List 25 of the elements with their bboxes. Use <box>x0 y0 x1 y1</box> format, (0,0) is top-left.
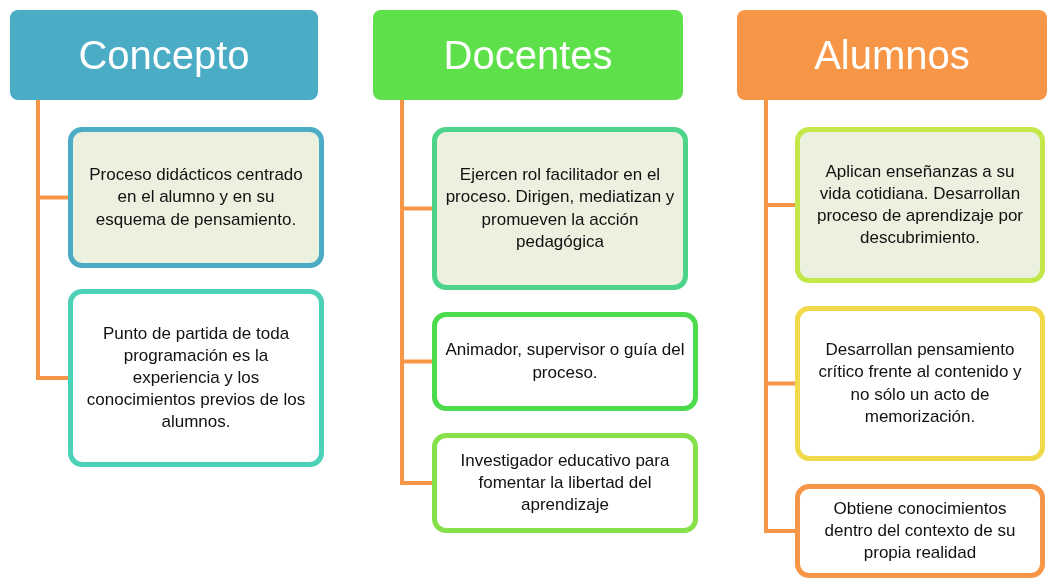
node-text: Alumnos <box>814 32 970 78</box>
text-box <box>795 484 1045 578</box>
connector-line <box>36 100 68 380</box>
text-box <box>68 127 324 268</box>
node-text: Obtiene conocimientos dentro del contexto de su propia realidad <box>823 497 1017 565</box>
node-text: Desarrollan pensamiento crítico frente al contenido y no sólo un acto de memorización. <box>817 339 1023 428</box>
node-text: Aplican enseñanzas a su vida cotidiana. Desarrollan proceso de aprendizaje por descubrimiento. <box>816 160 1024 250</box>
text-box <box>432 433 698 533</box>
text-box <box>432 312 698 411</box>
text-box <box>432 127 688 290</box>
node-text: Docentes <box>443 32 613 78</box>
header-box <box>10 10 318 100</box>
text-box <box>795 306 1045 461</box>
node-text: Ejercen rol facilitador en el proceso. Dirigen, mediatizan y promueven la acción pedagógica <box>445 164 675 253</box>
connector-line <box>400 100 432 485</box>
node-text: Animador, supervisor o guía del proceso. <box>445 339 685 384</box>
node-text: Proceso didácticos centrado en el alumno y en su esquema de pensamiento. <box>88 164 304 231</box>
text-box <box>68 289 324 467</box>
connector-line <box>764 100 795 533</box>
node-text: Concepto <box>78 32 250 78</box>
header-box <box>373 10 683 100</box>
header-box <box>737 10 1047 100</box>
text-box <box>795 127 1045 283</box>
node-text: Investigador educativo para fomentar la libertad del aprendizaje <box>459 449 671 517</box>
node-text: Punto de partida de toda programación es la experiencia y los conocimientos previos de los alumnos. <box>85 322 307 434</box>
